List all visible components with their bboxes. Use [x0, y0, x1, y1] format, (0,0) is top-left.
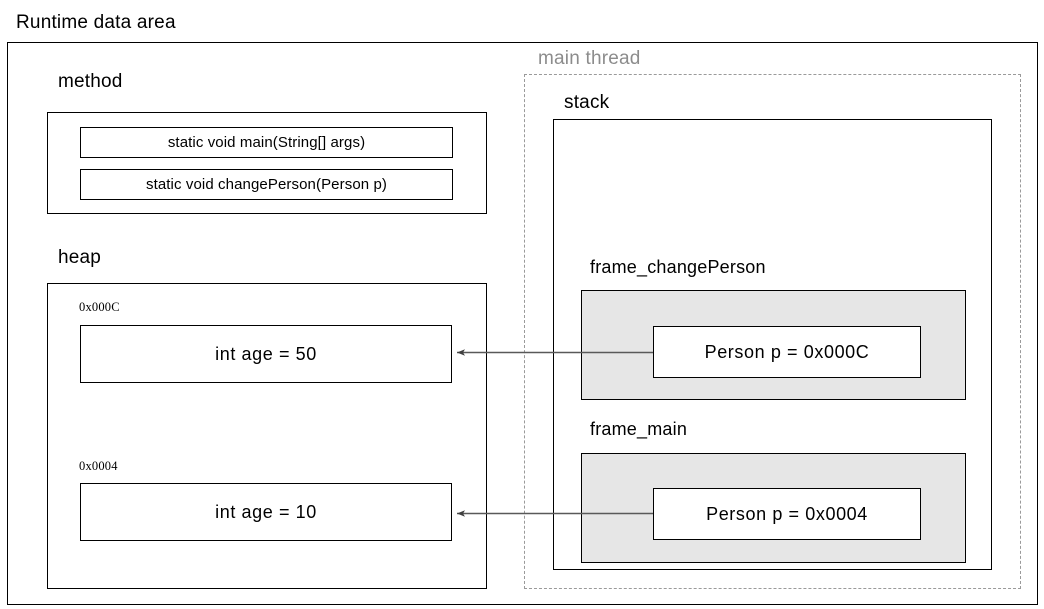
heap-object-0[interactable]: int age = 50: [80, 325, 452, 383]
frame-label-main: frame_main: [590, 419, 688, 439]
heap-object-address-0: 0x000C: [79, 300, 120, 314]
heap-area-label: heap: [58, 247, 102, 268]
heap-object-1[interactable]: int age = 10: [80, 483, 452, 541]
method-entry-changeperson[interactable]: static void changePerson(Person p): [80, 169, 453, 200]
method-area-label: method: [58, 71, 123, 92]
main-thread-box: [524, 74, 1021, 589]
heap-object-address-1: 0x0004: [79, 459, 118, 473]
page-title: Runtime data area: [16, 12, 176, 33]
main-thread-label: main thread: [538, 48, 641, 69]
frame-variable-changeperson[interactable]: Person p = 0x000C: [653, 326, 921, 378]
frame-label-changeperson: frame_changePerson: [590, 257, 766, 277]
stack-area-label: stack: [564, 92, 610, 113]
method-entry-main[interactable]: static void main(String[] args): [80, 127, 453, 158]
frame-variable-main[interactable]: Person p = 0x0004: [653, 488, 921, 540]
